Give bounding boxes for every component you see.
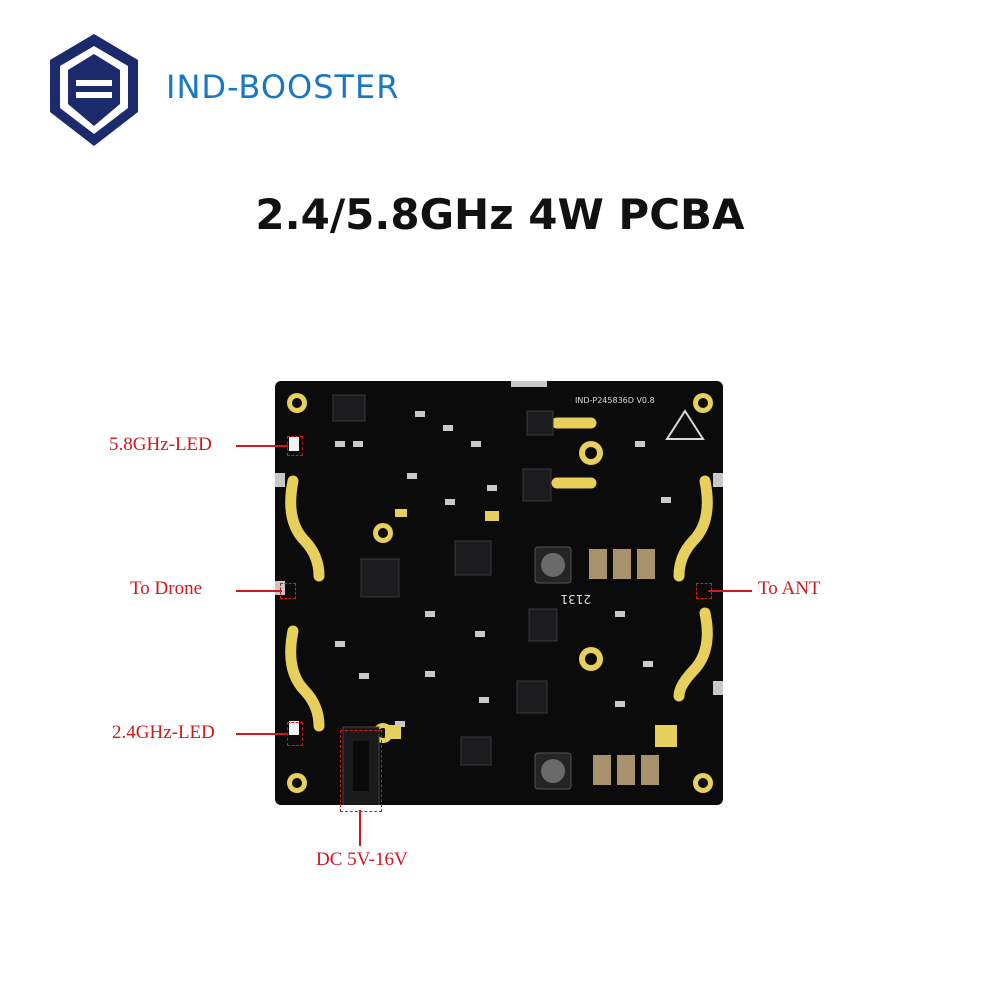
- silkscreen-code: 2131: [560, 592, 591, 606]
- leader-line-to-ant: [708, 590, 752, 592]
- callout-5-8ghz-led: 5.8GHz-LED: [109, 434, 212, 455]
- page-title: 2.4/5.8GHz 4W PCBA: [255, 190, 745, 239]
- leader-line-dc-jack: [359, 810, 361, 846]
- highlight-box-to-ant: [696, 583, 712, 599]
- hexagon-logo-icon: [50, 34, 138, 146]
- highlight-box-dc-jack: [340, 730, 382, 812]
- highlight-box-2-4ghz-led: [287, 722, 303, 746]
- callout-2-4ghz-led: 2.4GHz-LED: [112, 722, 215, 743]
- highlight-box-to-drone: [280, 583, 296, 599]
- leader-line-5-8ghz-led: [236, 445, 288, 447]
- leader-line-2-4ghz-led: [236, 733, 288, 735]
- callout-to-drone: To Drone: [130, 578, 203, 599]
- callout-dc-input: DC 5V-16V: [316, 849, 408, 870]
- pcb-board: IND-P245836D V0.8 2131: [275, 381, 723, 805]
- silkscreen-model: IND-P245836D V0.8: [575, 396, 655, 405]
- leader-line-to-drone: [236, 590, 282, 592]
- highlight-box-5-8ghz-led: [287, 436, 303, 456]
- callout-to-ant: To ANT: [758, 578, 821, 599]
- brand-name: IND-BOOSTER: [166, 68, 400, 106]
